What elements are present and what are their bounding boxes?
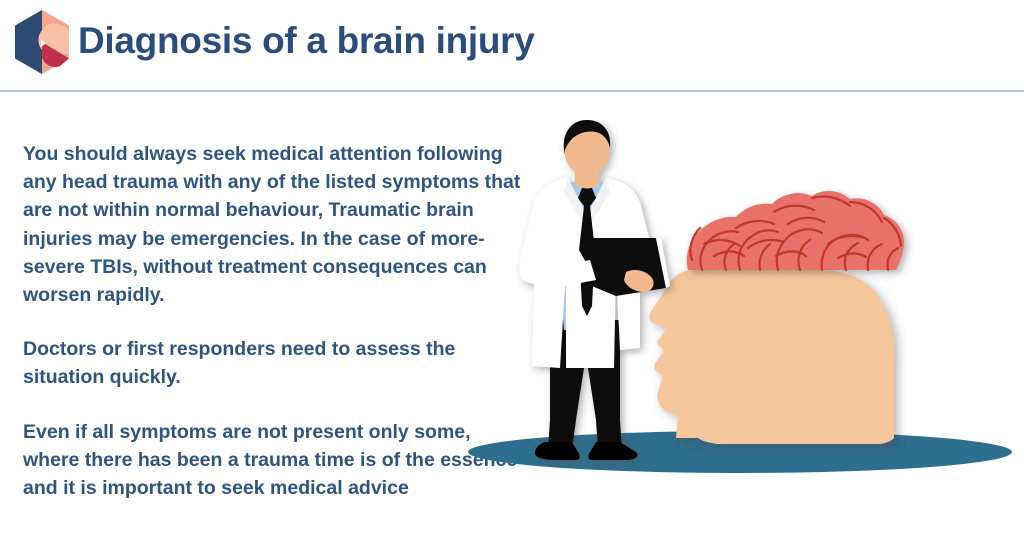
- doctor-figure: [519, 120, 670, 460]
- hexagon-logo-icon: [15, 10, 69, 74]
- page-header: Diagnosis of a brain injury: [0, 0, 1024, 90]
- body-copy: You should always seek medical attention…: [23, 140, 523, 502]
- hexagon-logo: [11, 8, 73, 76]
- paragraph-2: Doctors or first responders need to asse…: [23, 338, 456, 389]
- page-title: Diagnosis of a brain injury: [78, 20, 535, 61]
- head-profile-silhouette: [649, 269, 895, 444]
- paragraph-1: You should always seek medical attention…: [23, 143, 521, 307]
- doctor-and-brain-head-illustration: [440, 120, 1024, 500]
- header-divider: [0, 90, 1024, 92]
- paragraph-3: Even if all symptoms are not present onl…: [23, 420, 518, 500]
- brain-illustration: [686, 190, 904, 272]
